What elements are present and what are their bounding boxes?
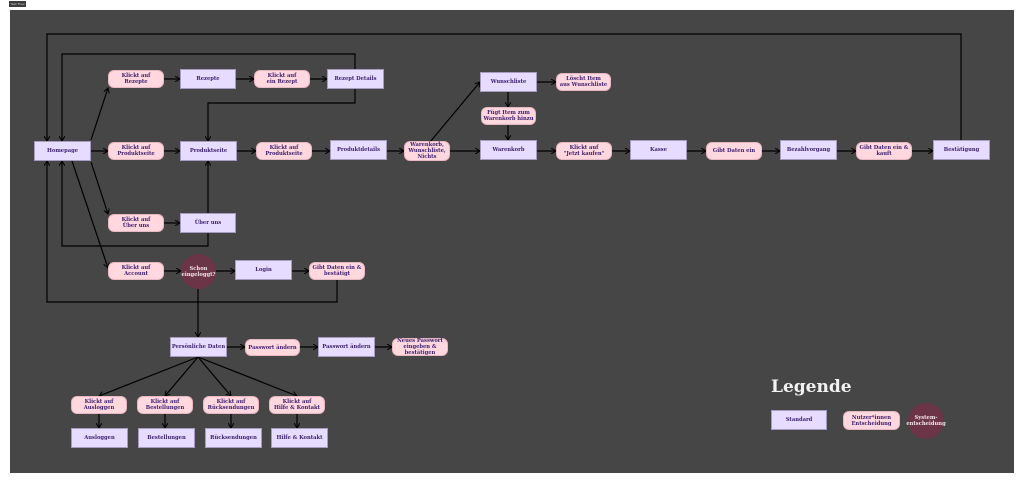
node-klickt-auf-produktseite-2[interactable]: Klickt auf Produktseite	[256, 142, 312, 160]
node-bezahlvorgang[interactable]: Bezahlvorgang	[780, 140, 837, 160]
node-produktseite[interactable]: Produktseite	[180, 141, 237, 161]
node-rezepte[interactable]: Rezepte	[180, 69, 236, 89]
node-fuegt-item[interactable]: Fügt Item zum Warenkorb hinzu	[481, 107, 536, 125]
legend-system-decision: System- entscheidung	[906, 403, 946, 439]
node-klickt-auf-ueber-uns[interactable]: Klickt auf Über uns	[108, 214, 164, 232]
edge-home-ueberuns	[90, 161, 108, 214]
node-klickt-jetzt-kaufen[interactable]: Klickt auf "Jetzt kaufen"	[556, 142, 612, 160]
legend-title: Legende	[771, 377, 852, 397]
node-rezept-details[interactable]: Rezept Details	[327, 69, 384, 89]
node-produktdetails[interactable]: Produktdetails	[330, 140, 387, 160]
node-homepage[interactable]: Homepage	[34, 141, 91, 161]
node-ruecksendungen[interactable]: Rücksendungen	[205, 428, 262, 448]
node-klickt-auf-rezepte[interactable]: Klickt auf Rezepte	[108, 70, 164, 88]
node-loescht-item[interactable]: Löscht Item aus Wunschliste	[556, 73, 611, 91]
node-warenkorb-wunschliste-nichts[interactable]: Warenkorb, Wunschliste, Nichts	[404, 141, 450, 161]
node-klickt-auf-ein-rezept[interactable]: Klickt auf ein Rezept	[254, 70, 310, 88]
node-wunschliste[interactable]: Wunschliste	[480, 72, 537, 92]
node-passwort-aendern[interactable]: Passwort ändern	[318, 337, 375, 357]
edge-home-rezepte	[90, 88, 108, 141]
node-gibt-daten-ein[interactable]: Gibt Daten ein	[706, 142, 762, 160]
node-persoenliche-daten[interactable]: Persönliche Daten	[170, 337, 227, 357]
node-klickt-ruecksendungen[interactable]: Klickt auf Rücksendungen	[203, 396, 259, 414]
node-warenkorb[interactable]: Warenkorb	[480, 140, 537, 160]
legend-user-decision: Nutzer*innen Entscheidung	[843, 411, 900, 430]
node-schon-eingeloggt[interactable]: Schon eingeloggt?	[181, 254, 216, 289]
edge-bestaetigung-homepage	[47, 33, 962, 141]
node-bestellungen[interactable]: Bestellungen	[138, 428, 195, 448]
node-passwort-aendern-pill[interactable]: Passwort ändern	[245, 339, 300, 356]
node-gibt-daten-kauft[interactable]: Gibt Daten ein & kauft	[856, 142, 912, 160]
tab-task-flow[interactable]: Task Flow	[9, 1, 26, 7]
node-kasse[interactable]: Kasse	[630, 140, 687, 160]
node-klickt-bestellungen[interactable]: Klickt auf Bestellungen	[137, 396, 193, 414]
edge-rezeptdetails-produktseite	[208, 89, 356, 141]
edge-home-account	[71, 160, 108, 268]
node-neues-passwort[interactable]: Neues Passwort eingeben & bestätigen	[392, 338, 448, 356]
node-hilfe-kontakt[interactable]: Hilfe & Kontakt	[271, 428, 328, 448]
legend-standard: Standard	[771, 410, 827, 430]
node-klickt-auf-produktseite[interactable]: Klickt auf Produktseite	[108, 142, 164, 160]
node-ueber-uns[interactable]: Über uns	[180, 213, 236, 233]
edge-rezeptdetails-homepage	[62, 53, 356, 141]
node-gibt-daten-bestaetigt[interactable]: Gibt Daten ein & bestätigt	[309, 262, 365, 280]
node-bestaetigung[interactable]: Bestätigung	[933, 140, 990, 160]
node-klickt-hilfe[interactable]: Klickt auf Hilfe & Kontakt	[269, 396, 325, 414]
node-klickt-ausloggen[interactable]: Klickt auf Ausloggen	[71, 396, 127, 414]
node-login[interactable]: Login	[235, 260, 292, 280]
node-ausloggen[interactable]: Ausloggen	[71, 428, 128, 448]
node-klickt-auf-account[interactable]: Klickt auf Account	[108, 262, 164, 280]
